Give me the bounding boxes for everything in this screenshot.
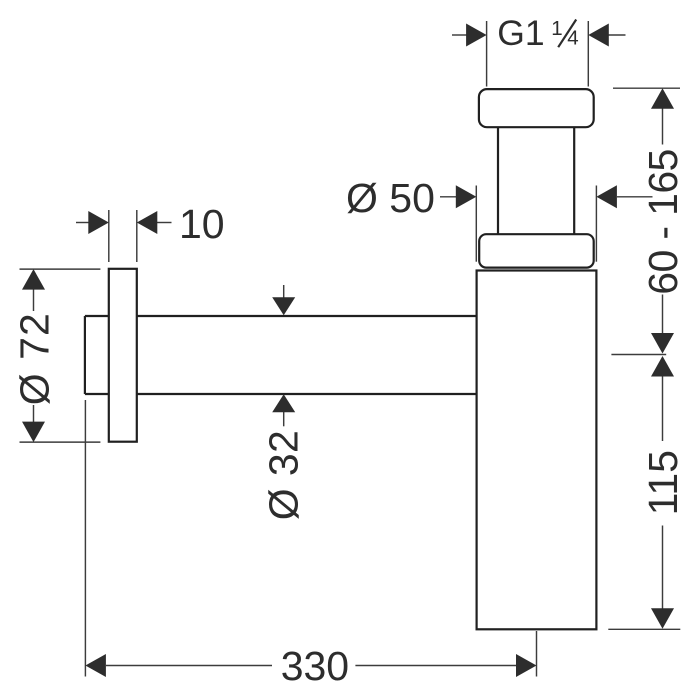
svg-text:1: 1 <box>551 17 562 40</box>
svg-text:Ø 50: Ø 50 <box>346 175 435 221</box>
svg-text:4: 4 <box>567 27 578 50</box>
svg-text:G1: G1 <box>497 13 544 53</box>
svg-text:10: 10 <box>179 201 225 247</box>
svg-text:60 - 165: 60 - 165 <box>640 149 686 295</box>
svg-text:115: 115 <box>640 450 686 515</box>
svg-text:330: 330 <box>281 643 349 689</box>
svg-text:Ø 72: Ø 72 <box>11 313 57 405</box>
svg-text:Ø 32: Ø 32 <box>260 430 306 520</box>
